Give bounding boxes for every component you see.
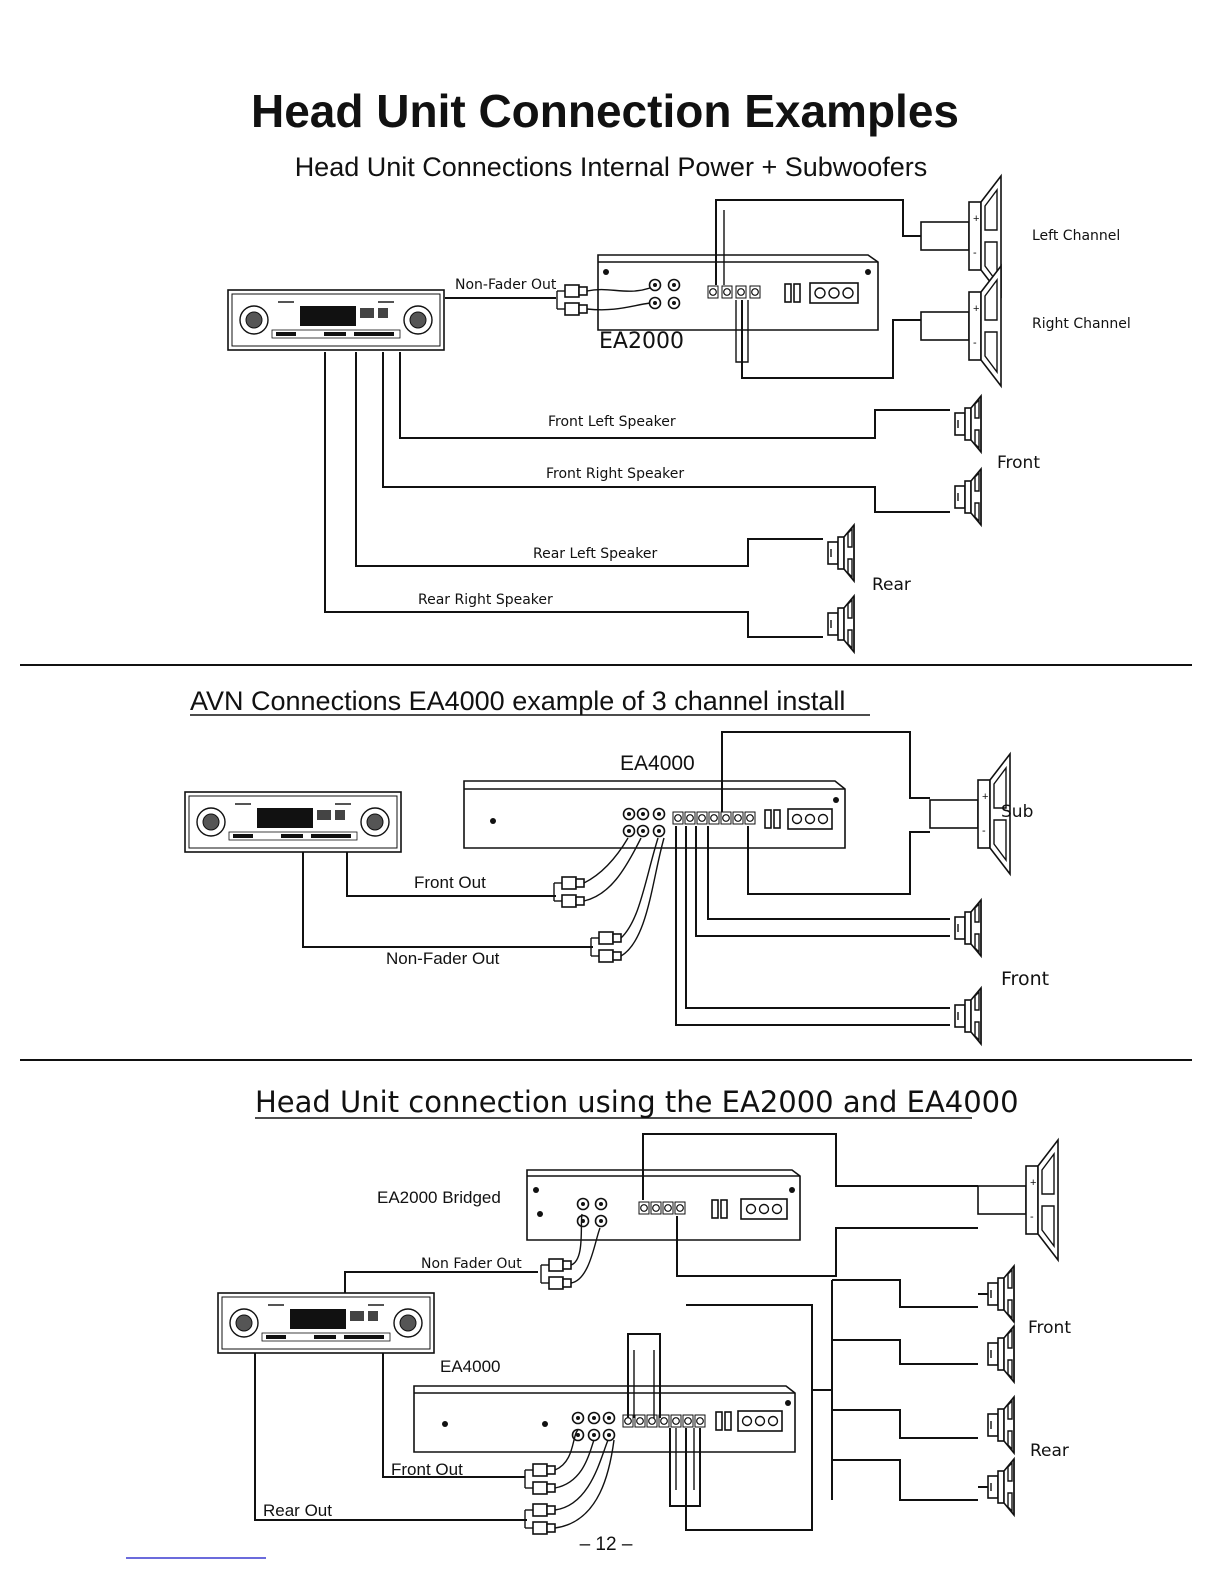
section-1-heading: Head Unit Connections Internal Power + S… [295, 152, 928, 182]
head-unit-3 [217, 1292, 435, 1354]
section-2: AVN Connections EA4000 example of 3 chan… [184, 686, 1049, 1045]
rear-group-label: Rear [872, 575, 911, 595]
rear-out-label: Rear Out [263, 1501, 332, 1520]
front-speaker-3b [987, 1325, 1015, 1383]
page-number: – 12 – [580, 1534, 633, 1555]
front-out-label: Front Out [414, 873, 486, 892]
front-label-2: Front [1001, 968, 1049, 990]
amplifier-ea2000-1 [597, 254, 879, 331]
front-right-speaker [954, 468, 982, 526]
ea2000-bridged-label: EA2000 Bridged [377, 1188, 501, 1207]
rear-left-label: Rear Left Speaker [533, 546, 657, 562]
left-channel-label: Left Channel [1032, 228, 1120, 244]
amplifier-ea2000-bridged [526, 1169, 801, 1241]
page-title: Head Unit Connection Examples [251, 85, 959, 137]
non-fader-out-label-2: Non-Fader Out [386, 949, 500, 968]
section-3-heading: Head Unit connection using the EA2000 an… [255, 1085, 1019, 1119]
non-fader-out-label: Non-Fader Out [455, 277, 557, 293]
front-group-label: Front [997, 453, 1040, 473]
front-left-label: Front Left Speaker [548, 414, 676, 430]
bridged-sub-speaker [977, 1139, 1059, 1261]
rear-speaker-3a [987, 1396, 1015, 1454]
rear-right-speaker [827, 595, 855, 653]
left-channel-sub [920, 175, 1002, 297]
section-1: Head Unit Connections Internal Power + S… [227, 152, 1131, 653]
sub-speaker [929, 753, 1011, 875]
amp-label-ea2000: EA2000 [599, 329, 684, 354]
sub-label: Sub [1001, 802, 1033, 822]
front-left-speaker [954, 395, 982, 453]
rear-speaker-3b [987, 1458, 1015, 1516]
section-3: Head Unit connection using the EA2000 an… [217, 1085, 1071, 1535]
amplifier-ea4000-3 [413, 1385, 796, 1453]
front-speaker-3a [987, 1265, 1015, 1323]
right-channel-label: Right Channel [1032, 316, 1131, 332]
head-unit-2 [184, 791, 402, 853]
non-fader-out-label-3: Non Fader Out [421, 1256, 522, 1272]
head-unit-1 [227, 289, 445, 351]
front-speaker-b [954, 987, 982, 1045]
right-channel-sub [920, 265, 1002, 387]
front-speaker-a [954, 899, 982, 957]
section-2-heading: AVN Connections EA4000 example of 3 chan… [190, 686, 845, 716]
amp-label-ea4000: EA4000 [620, 752, 695, 775]
rear-left-speaker [827, 524, 855, 582]
rear-right-label: Rear Right Speaker [418, 592, 553, 608]
rear-label-3: Rear [1030, 1441, 1069, 1461]
front-right-label: Front Right Speaker [546, 466, 684, 482]
amp-label-ea4000-3: EA4000 [440, 1357, 501, 1376]
front-label-3: Front [1028, 1318, 1071, 1338]
amplifier-ea4000-2 [463, 780, 846, 849]
front-out-label-3: Front Out [391, 1460, 463, 1479]
